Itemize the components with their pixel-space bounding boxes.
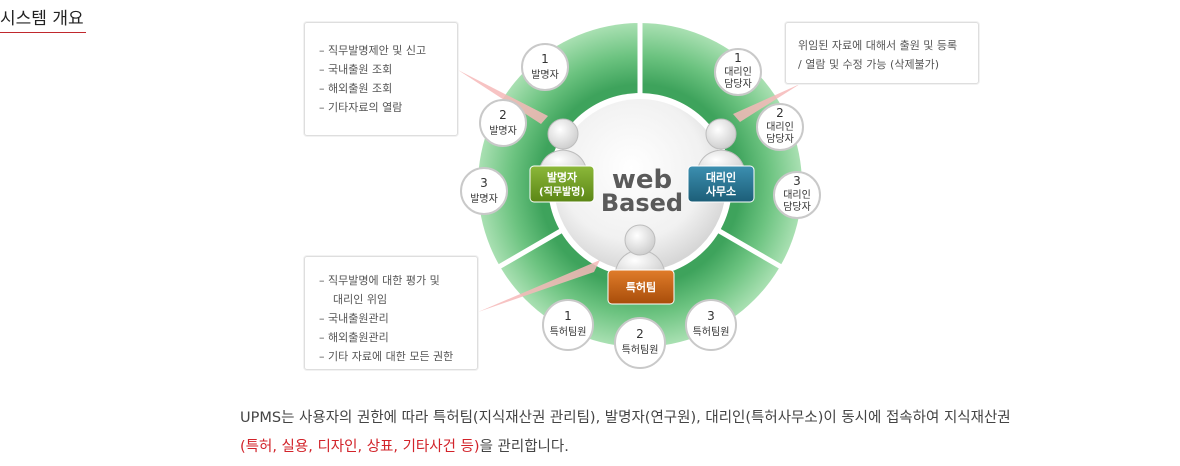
note-item: 위임된 자료에 대해서 출원 및 등록	[798, 39, 958, 52]
agent-node-3: 3 대리인 담당자	[773, 171, 821, 219]
note-item: – 국내출원관리	[319, 312, 389, 325]
agent-node-number: 1	[734, 51, 742, 65]
note-item: – 해외출원관리	[319, 331, 389, 344]
note-item: 대리인 위임	[333, 293, 388, 306]
description-line-2: (특허, 실용, 디자인, 상표, 기타사건 등)을 관리합니다.	[240, 433, 1011, 462]
inventor-node-2: 2 발명자	[479, 99, 527, 147]
description-line-1: UPMS는 사용자의 권한에 따라 특허팀(지식재산권 관리팀), 발명자(연구…	[240, 410, 1011, 426]
inventor-node-3: 3 발명자	[460, 167, 508, 215]
team-node-3: 3 특허팀원	[685, 299, 737, 351]
patent-team-permissions-note: – 직무발명에 대한 평가 및 대리인 위임 – 국내출원관리 – 해외출원관리…	[304, 256, 478, 370]
center-text-web: web	[612, 165, 672, 195]
note-item: – 직무발명제안 및 신고	[319, 44, 427, 57]
note-item: – 기타 자료에 대한 모든 권한	[319, 350, 454, 363]
note-item: – 기타자료의 열람	[319, 101, 403, 114]
center-text-based: Based	[601, 189, 683, 217]
inventor-role-line1: 발명자	[547, 170, 578, 184]
note-item: – 해외출원 조회	[319, 82, 393, 95]
note-item: – 직무발명에 대한 평가 및	[319, 274, 440, 287]
title-underline	[0, 32, 86, 33]
inventor-node-label: 발명자	[470, 193, 498, 205]
note-pointers	[458, 70, 800, 312]
team-node-label: 특허팀원	[550, 326, 587, 338]
agent-node-line1: 대리인	[766, 121, 794, 133]
agent-node-line2: 담당자	[724, 78, 752, 90]
inventor-node-number: 3	[480, 176, 488, 190]
team-node-label: 특허팀원	[693, 326, 730, 338]
inventor-role-badge	[529, 165, 595, 203]
agent-node-line1: 대리인	[724, 66, 752, 78]
center-disc	[554, 99, 726, 271]
description-highlight: (특허, 실용, 디자인, 상표, 기타사건 등)	[240, 439, 480, 455]
description-line-2-rest: 을 관리합니다.	[479, 439, 569, 455]
inventor-node-label: 발명자	[531, 69, 559, 81]
inventor-node-label: 발명자	[489, 125, 517, 137]
system-description: UPMS는 사용자의 권한에 따라 특허팀(지식재산권 관리팀), 발명자(연구…	[240, 404, 1011, 462]
agent-node-1: 1 대리인 담당자	[714, 48, 762, 96]
agent-role-badge	[687, 165, 755, 203]
team-node-2: 2 특허팀원	[614, 317, 666, 369]
agent-node-line1: 대리인	[783, 189, 811, 201]
team-node-number: 3	[707, 309, 715, 323]
agent-node-line2: 담당자	[783, 201, 811, 213]
page-title: 시스템 개요	[0, 9, 84, 29]
agent-permissions-note: 위임된 자료에 대해서 출원 및 등록 / 열람 및 수정 가능 (삭제불가)	[785, 22, 979, 84]
inventor-node-number: 2	[499, 108, 507, 122]
agent-node-2: 2 대리인 담당자	[756, 103, 804, 151]
team-node-1: 1 특허팀원	[542, 299, 594, 351]
agent-node-number: 2	[776, 106, 784, 120]
team-node-number: 2	[636, 327, 644, 341]
patent-team-role-label: 특허팀	[626, 280, 656, 294]
patent-team-role-badge	[607, 269, 675, 305]
agent-node-number: 3	[793, 174, 801, 188]
inventor-node-number: 1	[541, 52, 549, 66]
agent-role-line1: 대리인	[706, 170, 736, 184]
team-node-number: 1	[564, 309, 572, 323]
note-item: / 열람 및 수정 가능 (삭제불가)	[798, 58, 940, 71]
agent-role-line2: 사무소	[706, 184, 736, 198]
inventor-role-line2: (직무발명)	[539, 185, 585, 198]
agent-node-line2: 담당자	[766, 133, 794, 145]
inventor-permissions-note: – 직무발명제안 및 신고 – 국내출원 조회 – 해외출원 조회 – 기타자료…	[304, 22, 458, 136]
team-node-label: 특허팀원	[622, 344, 659, 356]
inventor-node-1: 1 발명자	[521, 43, 569, 91]
note-item: – 국내출원 조회	[319, 63, 393, 76]
